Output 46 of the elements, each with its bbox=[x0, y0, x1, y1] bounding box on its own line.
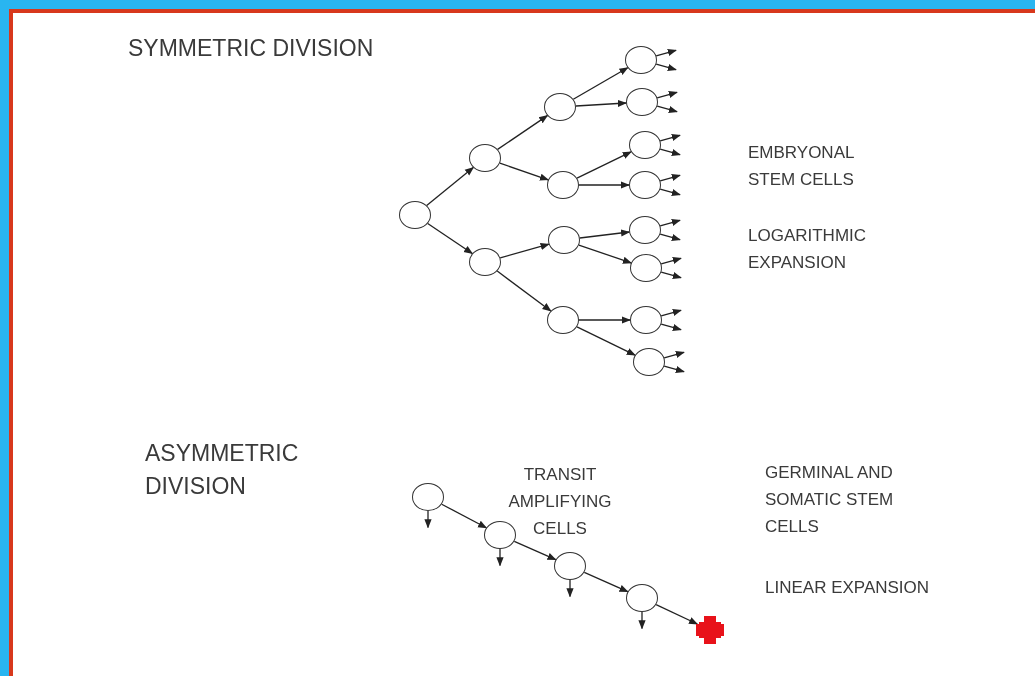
arrow bbox=[660, 271, 682, 279]
arrow bbox=[659, 233, 681, 241]
text-label: LINEAR EXPANSION bbox=[765, 577, 931, 599]
arrow bbox=[496, 548, 504, 567]
arrow bbox=[638, 611, 646, 630]
arrow bbox=[659, 219, 681, 227]
arrow bbox=[660, 323, 682, 331]
arrow bbox=[578, 181, 630, 189]
arrow bbox=[575, 99, 627, 108]
arrow bbox=[655, 63, 677, 71]
arrow bbox=[578, 244, 632, 264]
arrow bbox=[441, 503, 488, 529]
arrow bbox=[660, 309, 682, 317]
arrow bbox=[576, 151, 632, 179]
arrow bbox=[659, 174, 681, 182]
arrow bbox=[572, 67, 629, 100]
section-heading: SYMMETRIC DIVISION bbox=[128, 34, 375, 63]
arrow bbox=[499, 242, 550, 259]
text-label: TRANSIT AMPLIFYING CELLS bbox=[507, 464, 613, 541]
arrow bbox=[659, 134, 681, 142]
text-label: GERMINAL AND SOMATIC STEM CELLS bbox=[765, 462, 895, 539]
text-label: EMBRYONAL STEM CELLS bbox=[748, 142, 855, 192]
arrow bbox=[496, 114, 549, 151]
text-label: LOGARITHMIC EXPANSION bbox=[748, 225, 868, 275]
arrow bbox=[427, 222, 474, 255]
arrow bbox=[655, 603, 699, 625]
section-heading: ASYMMETRIC DIVISION bbox=[145, 439, 300, 502]
arrow bbox=[656, 105, 678, 113]
arrow bbox=[513, 540, 557, 561]
arrow bbox=[566, 579, 574, 598]
arrow bbox=[659, 148, 681, 156]
arrow bbox=[663, 365, 685, 373]
arrow bbox=[499, 162, 549, 181]
arrow bbox=[424, 510, 432, 529]
arrow bbox=[656, 91, 678, 99]
arrow bbox=[660, 257, 682, 265]
arrow bbox=[496, 270, 552, 312]
arrow bbox=[576, 326, 636, 356]
arrow bbox=[655, 49, 677, 57]
arrow bbox=[663, 351, 685, 359]
cross-symbol bbox=[696, 616, 724, 644]
arrow bbox=[426, 166, 474, 207]
arrow bbox=[579, 229, 631, 239]
arrow bbox=[659, 188, 681, 196]
arrow bbox=[578, 316, 631, 324]
arrow bbox=[583, 571, 629, 593]
